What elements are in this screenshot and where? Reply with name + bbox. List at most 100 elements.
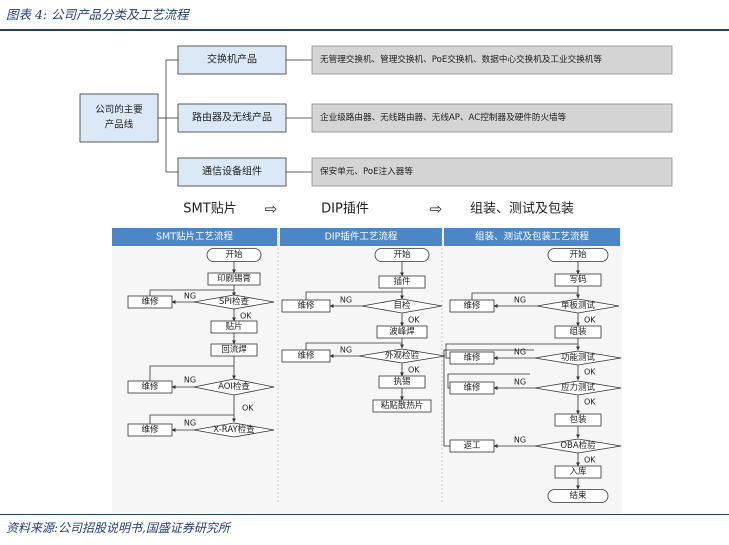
- category-label: 通信设备组件: [202, 165, 262, 178]
- flow-loop: [447, 373, 530, 389]
- asm-func-test: [534, 350, 622, 366]
- footer-rule: [0, 514, 729, 515]
- dip-heatsink-label: 粘贴散热片: [381, 400, 424, 411]
- detail-box: [311, 103, 673, 133]
- source-note: 资料来源:公司招股说明书,国盛证券研究所: [6, 521, 230, 535]
- category-label: 交换机产品: [207, 53, 257, 66]
- dip-heatsink: [372, 399, 432, 413]
- dip-repair-label: 维修: [297, 350, 315, 361]
- asm-start: [547, 248, 609, 262]
- arrow-icon: ⇨: [430, 200, 443, 218]
- title-rule: [0, 29, 729, 31]
- dip-visual-label: 目检: [393, 300, 411, 311]
- detail-label: 无管理交换机、管理交换机、PoE交换机、数据中心交换机及工业交换机等: [320, 53, 602, 65]
- asm-rework-label: 返工: [463, 440, 481, 451]
- flow-loop: [149, 365, 234, 381]
- ok-label: OK: [242, 404, 254, 413]
- asm-oba: [534, 438, 622, 454]
- lane-header: [280, 228, 442, 246]
- dip-appearance-label: 外观检验: [385, 350, 420, 361]
- asm-end-label: 结束: [569, 490, 587, 501]
- category-box: [177, 103, 287, 133]
- ok-label: OK: [584, 368, 596, 377]
- ng-label: NG: [184, 419, 196, 428]
- flow-loop: [305, 291, 402, 300]
- asm-repair-label: 维修: [463, 300, 481, 311]
- ng-label: NG: [514, 378, 526, 387]
- ok-label: OK: [584, 316, 596, 325]
- detail-box: [311, 45, 673, 75]
- ok-label: OK: [240, 312, 252, 321]
- ok-label: OK: [408, 366, 420, 375]
- detail-box: [311, 157, 673, 187]
- asm-assemble-label: 组装: [569, 326, 587, 337]
- asm-write-label: 写码: [569, 275, 586, 285]
- smt-xray-label: X-RAY检查: [213, 424, 255, 435]
- smt-repair-label: 维修: [141, 381, 159, 392]
- lane-title: DIP插件工艺流程: [325, 231, 398, 243]
- smt-xray: [193, 422, 275, 438]
- arrow-icon: ⇨: [265, 200, 278, 218]
- detail-label: 保安单元、PoE注入器等: [320, 165, 413, 177]
- asm-stock-label: 入库: [569, 466, 587, 477]
- smt-start-label: 开始: [225, 249, 243, 260]
- flow-background: [112, 228, 622, 513]
- ng-label: NG: [514, 348, 526, 357]
- ng-label: NG: [184, 376, 196, 385]
- smt-aoi-label: AOI检查: [218, 381, 250, 392]
- category-box: [177, 45, 287, 75]
- asm-stress-test: [534, 380, 622, 396]
- lane-title: SMT贴片工艺流程: [156, 231, 234, 243]
- headline-step: 组装、测试及包装: [470, 202, 574, 217]
- smt-start: [206, 248, 262, 262]
- smt-place-label: 贴片: [225, 321, 242, 332]
- dip-tin-label: 执锡: [393, 376, 411, 387]
- asm-oba-label: OBA检验: [560, 440, 596, 451]
- ng-label: NG: [514, 296, 526, 305]
- asm-stress-test-label: 应力测试: [561, 382, 596, 393]
- ok-label: OK: [584, 398, 596, 407]
- dip-repair-label: 维修: [297, 300, 315, 311]
- smt-print-label: 印刷锡膏: [217, 273, 251, 284]
- smt-repair-label: 维修: [141, 424, 159, 435]
- category-box: [177, 157, 287, 187]
- flow-loop: [305, 342, 402, 350]
- headline-step: SMT贴片: [183, 202, 236, 217]
- root-box: [79, 93, 159, 143]
- lane-header: [112, 228, 277, 246]
- flow-loop: [443, 349, 534, 447]
- headline-step: DIP插件: [321, 202, 369, 217]
- root-label: 产品线: [105, 119, 134, 131]
- asm-repair-label: 维修: [463, 352, 481, 363]
- dip-start-label: 开始: [393, 249, 411, 260]
- ng-label: NG: [184, 292, 196, 301]
- dip-insert-label: 插件: [393, 276, 411, 287]
- lane-title: 组装、测试及包装工艺流程: [475, 231, 590, 243]
- dip-appearance: [358, 348, 446, 364]
- smt-spi-label: SPI检查: [219, 296, 250, 307]
- smt-spi: [193, 294, 275, 310]
- flow-loop: [471, 292, 578, 300]
- ok-label: OK: [408, 316, 420, 325]
- dip-start: [374, 248, 430, 262]
- asm-start-label: 开始: [569, 249, 587, 260]
- lane-header: [444, 228, 620, 246]
- figure-title: 图表 4: 公司产品分类及工艺流程: [6, 7, 189, 22]
- flow-loop: [149, 289, 234, 296]
- ok-label: OK: [584, 456, 596, 465]
- flow-loop: [445, 343, 578, 359]
- ng-label: NG: [514, 436, 526, 445]
- process-headline: SMT贴片 ⇨ DIP插件 ⇨ 组装、测试及包装: [183, 200, 574, 218]
- root-label: 公司的主要: [95, 104, 143, 116]
- category-label: 路由器及无线产品: [192, 111, 272, 124]
- asm-board-test: [536, 298, 620, 314]
- asm-board-test-label: 单板测试: [561, 300, 596, 311]
- dip-visual: [361, 298, 443, 314]
- flow-loop: [149, 414, 234, 424]
- ng-label: NG: [340, 296, 352, 305]
- ng-label: NG: [340, 346, 352, 355]
- dip-wave-label: 波峰焊: [389, 326, 415, 337]
